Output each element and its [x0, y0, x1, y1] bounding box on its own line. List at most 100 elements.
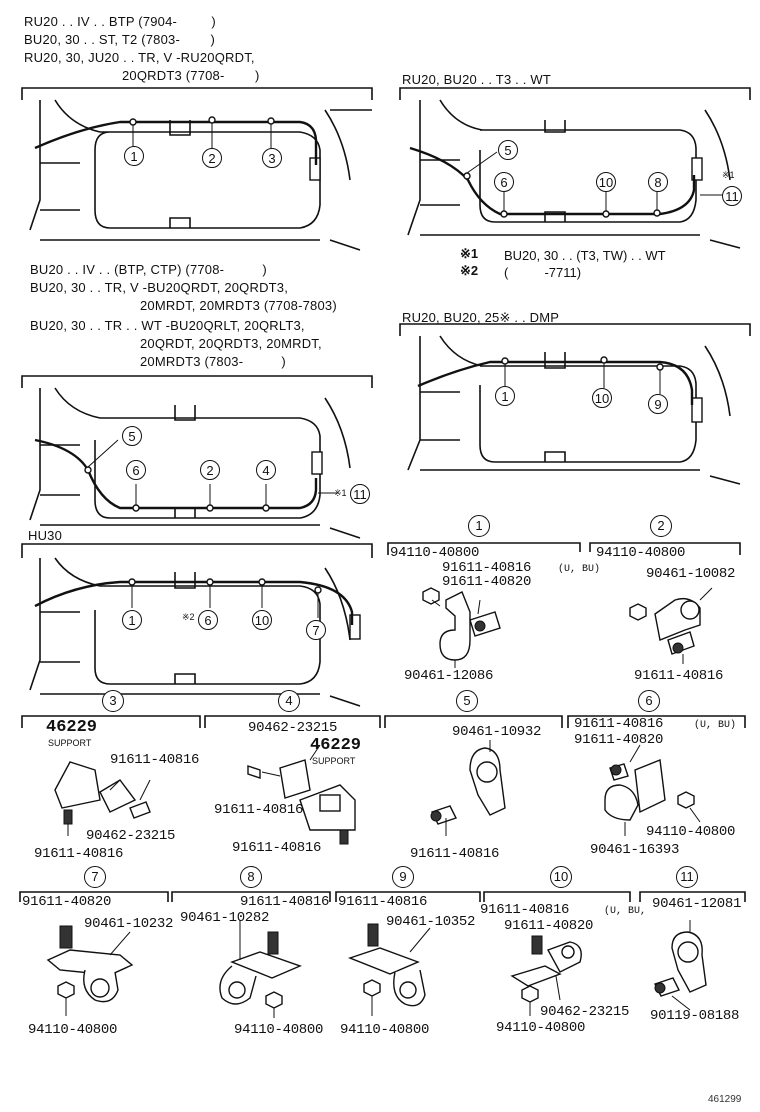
diagram-3-header-line-3: 20MRDT, 20MRDT3 (7708-7803): [140, 298, 337, 313]
detail-3-part-3: 90462-23215: [86, 828, 176, 844]
note-1-mark: ※1: [460, 246, 479, 261]
detail-9-number: 9: [392, 866, 414, 888]
detail-11-part-2: 90119-08188: [650, 1008, 740, 1024]
frame-diagram-3: [21, 375, 373, 539]
detail-10-number: 10: [550, 866, 572, 888]
detail-5-clamp: [430, 740, 506, 836]
detail-6-number: 6: [638, 690, 660, 712]
callout-4: 4: [256, 460, 276, 480]
detail-10-part-2: 91611-40820: [504, 918, 594, 934]
detail-6-part-1: 91611-40816: [574, 716, 664, 732]
callout-1: 1: [122, 610, 142, 630]
detail-1-part-4: 90461-12086: [404, 668, 494, 684]
detail-8-part-2: 90461-10282: [180, 910, 270, 926]
callout-10: 10: [252, 610, 272, 630]
detail-7-clamp: [46, 925, 134, 1016]
detail-2-number: 2: [650, 515, 672, 537]
detail-8-part-1: 91611-40816: [240, 894, 330, 910]
detail-3-support: [54, 761, 151, 836]
detail-3-part-4: 91611-40816: [34, 846, 124, 862]
callout-2: 2: [202, 148, 222, 168]
diagram-3-header-line-2: BU20, 30 . . TR, V -BU20QRDT, 20QRDT3,: [30, 280, 289, 295]
detail-2-part-1: 94110-40800: [596, 545, 686, 561]
detail-3-part-1: 46229: [46, 718, 98, 737]
detail-7-part-2: 90461-10232: [84, 916, 174, 932]
detail-6-part-4: 90461-16393: [590, 842, 680, 858]
diagram-1-header-line-3: RU20, 30, JU20 . . TR, V -RU20QRDT,: [24, 50, 255, 65]
detail-4-part-3: 91611-40816: [214, 802, 304, 818]
callout-9: 9: [648, 394, 668, 414]
detail-4-number: 4: [278, 690, 300, 712]
callout-6: 6: [494, 172, 514, 192]
callout-3: 3: [262, 148, 282, 168]
detail-10-part-1: 91611-40816: [480, 902, 570, 918]
detail-9-part-2: 90461-10352: [386, 914, 476, 930]
diagram-5-star: ※2: [182, 612, 195, 622]
frame-diagram-4: [399, 323, 751, 485]
detail-11-part-1: 90461-12081: [652, 896, 742, 912]
detail-2-clamp: [629, 587, 713, 664]
detail-4-part-1: 90462-23215: [248, 720, 338, 736]
note-2-mark: ※2: [460, 263, 479, 278]
detail-2-part-3: 91611-40816: [634, 668, 724, 684]
detail-4-part-4: 91611-40816: [232, 840, 322, 856]
callout-5: 5: [498, 140, 518, 160]
detail-6-part-3: 94110-40800: [646, 824, 736, 840]
diagram-1-header-line-1: RU20 . . IV . . BTP (7904- ): [24, 14, 216, 29]
callout-6: 6: [198, 610, 218, 630]
callout-8: 8: [648, 172, 668, 192]
diagram-3-header-line-6: 20MRDT3 (7803- ): [140, 354, 286, 369]
note-2-text: ( -7711): [504, 265, 582, 280]
callout-11: 11: [722, 186, 742, 206]
diagram-3-header-line-4: BU20, 30 . . TR . . WT -BU20QRLT, 20QRLT…: [30, 318, 305, 333]
diagram-3-header-line-1: BU20 . . IV . . (BTP, CTP) (7708- ): [30, 262, 267, 277]
detail-10-part-3: 90462-23215: [540, 1004, 630, 1020]
diagram-2-star: ※1: [722, 170, 735, 180]
callout-2: 2: [200, 460, 220, 480]
callout-10: 10: [592, 388, 612, 408]
detail-4-support-label: SUPPORT: [312, 756, 356, 766]
detail-5-part-2: 91611-40816: [410, 846, 500, 862]
detail-7-number: 7: [84, 866, 106, 888]
detail-8-part-3: 94110-40800: [234, 1022, 324, 1038]
detail-1-part-2: 91611-40816: [442, 560, 532, 576]
detail-9-part-1: 91611-40816: [338, 894, 428, 910]
detail-1-clamp: [422, 587, 501, 668]
detail-1-number: 1: [468, 515, 490, 537]
catalog-number: 461299: [708, 1094, 742, 1105]
callout-1: 1: [495, 386, 515, 406]
detail-1-suffix: (U, BU): [558, 564, 601, 575]
detail-frames: [19, 542, 746, 902]
detail-5-number: 5: [456, 690, 478, 712]
frame-diagram-5: [21, 543, 373, 707]
diagram-3-header-line-5: 20QRDT, 20QRDT3, 20MRDT,: [140, 336, 322, 351]
detail-10-clamp: [510, 935, 582, 1016]
detail-6-suffix: (U, BU): [694, 720, 737, 731]
detail-1-part-1: 94110-40800: [390, 545, 480, 561]
detail-5-part-1: 90461-10932: [452, 724, 542, 740]
detail-3-part-2: 91611-40816: [110, 752, 200, 768]
detail-6-clamp: [604, 744, 701, 836]
detail-2-part-2: 90461-10082: [646, 566, 736, 582]
callout-11: 11: [350, 484, 370, 504]
detail-11-number: 11: [676, 866, 698, 888]
detail-9-part-3: 94110-40800: [340, 1022, 430, 1038]
detail-1-part-3: 91611-40820: [442, 574, 532, 590]
frame-diagram-2: [399, 87, 751, 249]
callout-6: 6: [126, 460, 146, 480]
detail-4-support: [247, 744, 356, 845]
callout-5: 5: [122, 426, 142, 446]
diagram-5-header: HU30: [28, 528, 63, 543]
callout-1: 1: [124, 146, 144, 166]
detail-8-clamp: [219, 920, 302, 1018]
callout-10: 10: [596, 172, 616, 192]
detail-10-part-4: 94110-40800: [496, 1020, 586, 1036]
detail-11-clamp: [654, 920, 707, 1011]
diagram-3-star: ※1: [334, 488, 347, 498]
detail-7-part-1: 91611-40820: [22, 894, 112, 910]
callout-7: 7: [306, 620, 326, 640]
detail-3-number: 3: [102, 690, 124, 712]
detail-3-support-label: SUPPORT: [48, 738, 92, 748]
